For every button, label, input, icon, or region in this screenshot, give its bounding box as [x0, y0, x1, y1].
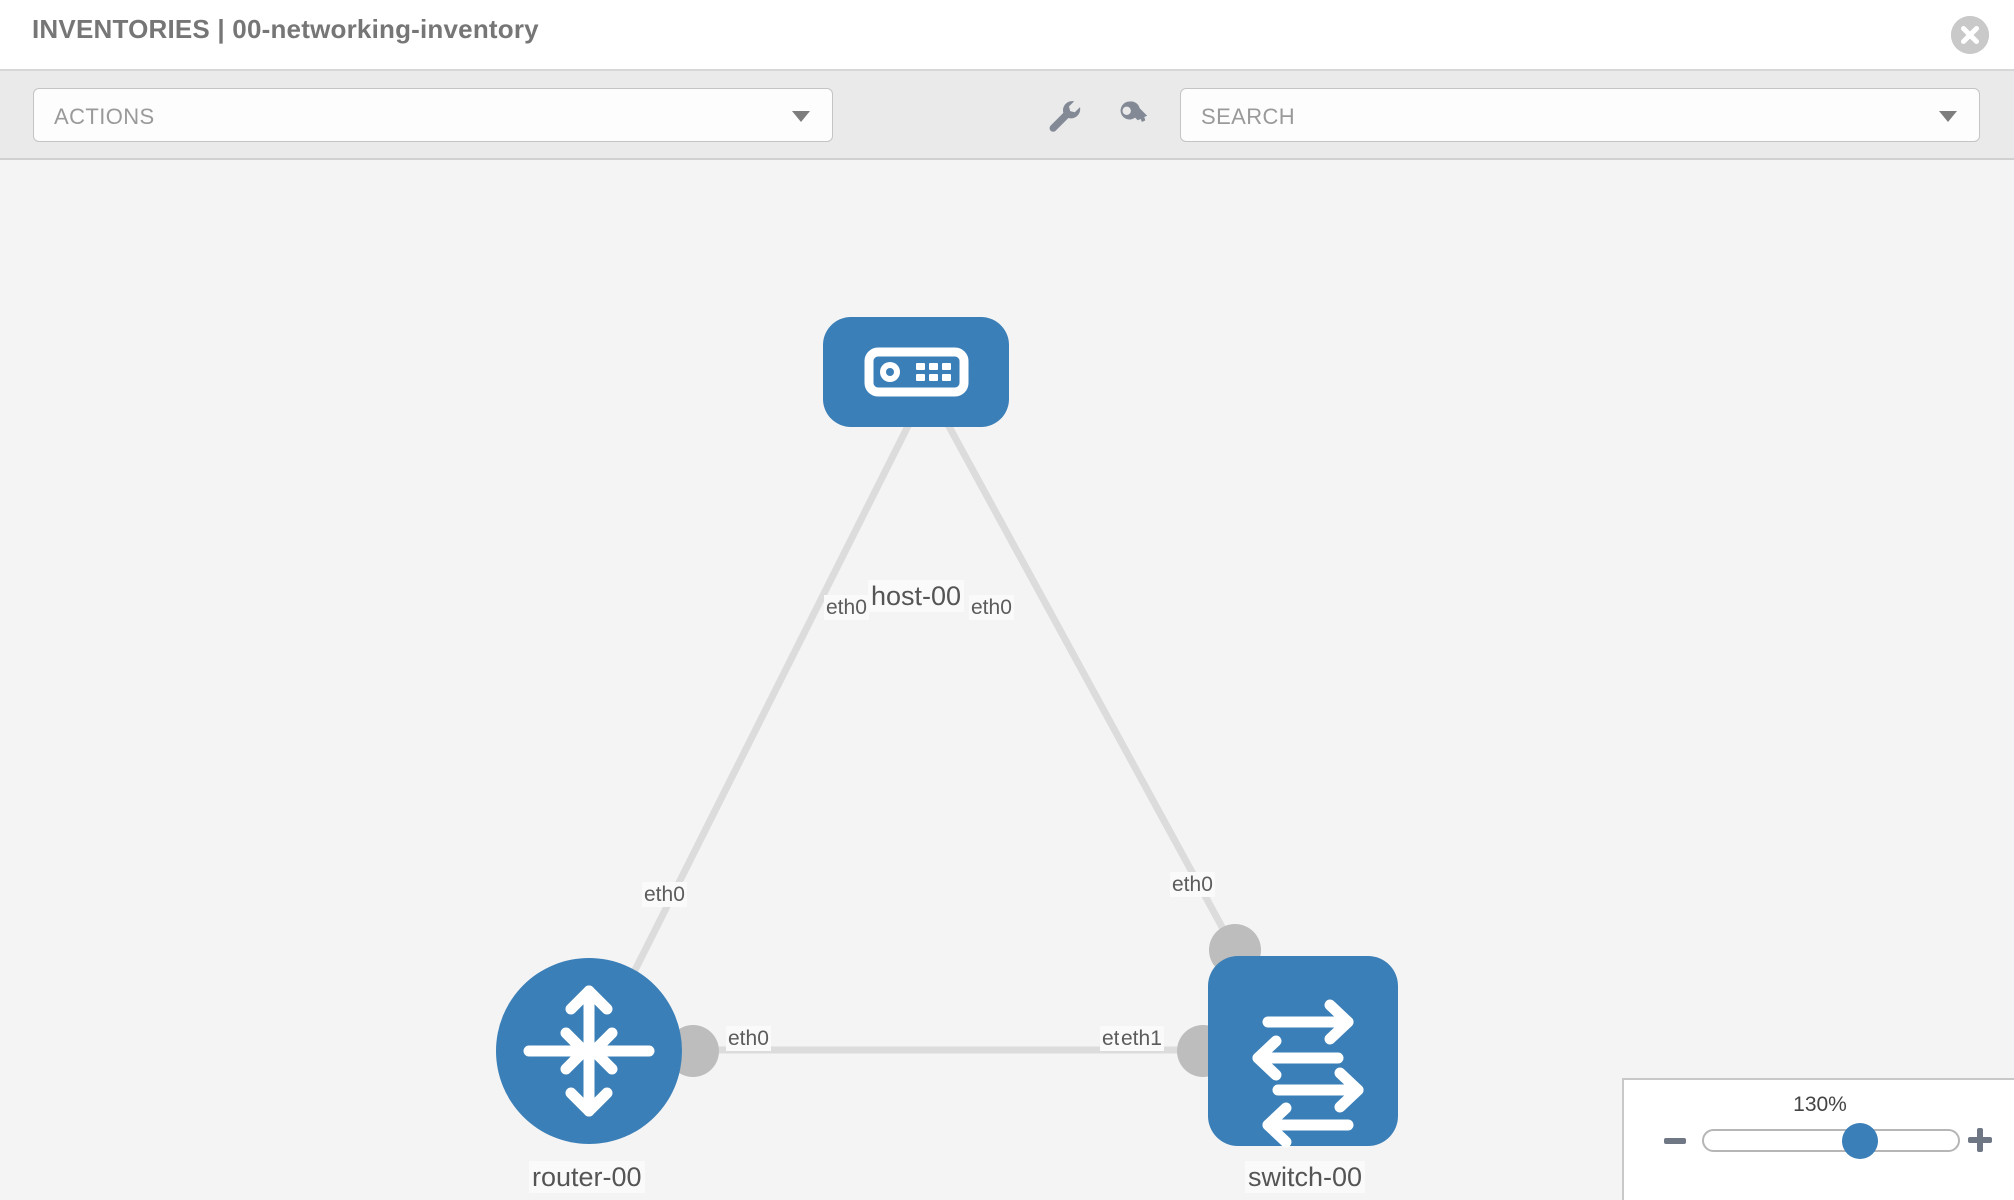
search-input[interactable]: SEARCH [1180, 88, 1980, 142]
edge-label: eth1 [1119, 1026, 1164, 1051]
node-label-host-00: host-00 [868, 580, 965, 612]
page-header: INVENTORIES | 00-networking-inventory [0, 0, 2014, 71]
node-label-router-00: router-00 [529, 1161, 645, 1193]
server-icon [864, 347, 969, 397]
page-title: INVENTORIES | 00-networking-inventory [32, 14, 539, 44]
edge-label: eth0 [726, 1026, 771, 1051]
topology-canvas[interactable]: eth0 host-00 eth0 eth0 eth0 eth0 eth eth… [0, 160, 2014, 1200]
edge-label: eth0 [824, 595, 869, 620]
chevron-down-icon[interactable] [1939, 111, 1957, 122]
node-host-00 [823, 317, 1009, 427]
router-arrows-icon [523, 985, 655, 1117]
actions-dropdown-label: ACTIONS [54, 104, 155, 129]
node-switch-00 [1208, 956, 1398, 1148]
zoom-in-button[interactable] [1968, 1128, 1992, 1152]
edge-label: eth0 [1170, 872, 1215, 897]
node-router-00 [496, 958, 682, 1144]
zoom-out-button[interactable] [1664, 1138, 1686, 1144]
zoom-slider[interactable] [1702, 1123, 1960, 1159]
toolbar: ACTIONS SEARCH [0, 71, 2014, 160]
switch-arrows-icon [1252, 999, 1364, 1148]
chevron-down-icon [792, 111, 810, 122]
edge-label: eth0 [969, 595, 1014, 620]
close-icon[interactable] [1951, 16, 1989, 54]
node-label-switch-00: switch-00 [1245, 1161, 1366, 1193]
link-host-router [596, 408, 920, 1042]
search-placeholder: SEARCH [1201, 104, 1296, 129]
link-host-switch [936, 408, 1244, 962]
topology-graph [496, 317, 1398, 1148]
zoom-panel: 130% [1622, 1078, 2014, 1200]
wrench-icon[interactable] [1044, 95, 1084, 135]
edge-label: eth0 [642, 882, 687, 907]
zoom-percent-label: 130% [1793, 1093, 1847, 1116]
server-icon-details [880, 362, 951, 382]
zoom-slider-thumb[interactable] [1841, 1123, 1878, 1159]
actions-dropdown[interactable]: ACTIONS [33, 88, 833, 142]
key-icon[interactable] [1112, 95, 1152, 135]
